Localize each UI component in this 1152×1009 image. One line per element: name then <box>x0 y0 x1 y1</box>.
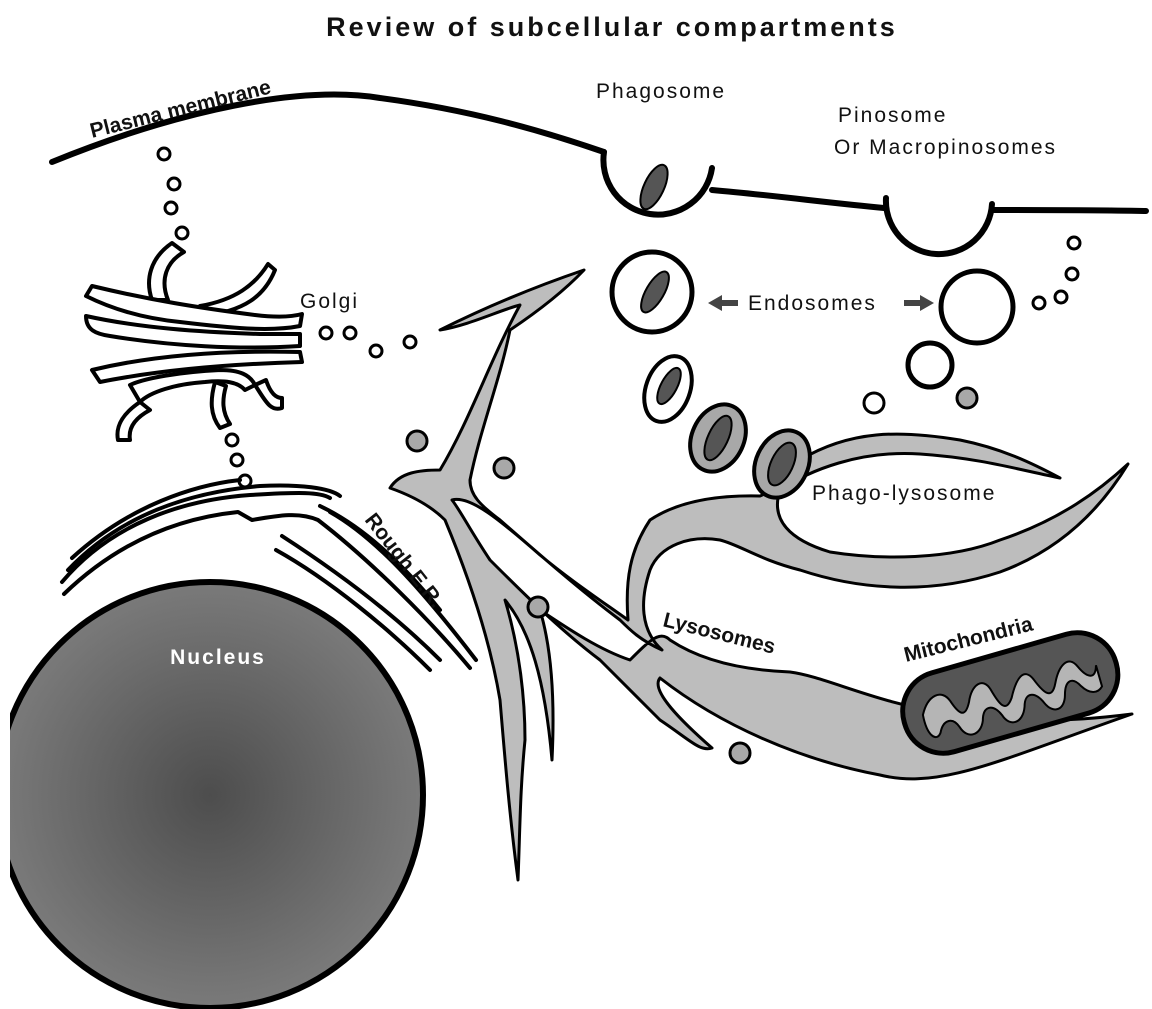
golgi-label: Golgi <box>300 290 359 313</box>
er-network <box>390 270 1132 880</box>
pinosome <box>886 198 992 254</box>
phago-lysosome-label: Phago-lysosome <box>812 482 996 505</box>
phagosome <box>603 152 712 215</box>
phagosome-label: Phagosome <box>596 80 726 103</box>
nucleus-label: Nucleus <box>170 646 266 669</box>
endosomes-label: Endosomes <box>748 292 877 315</box>
diagram-title: Review of subcellular compartments <box>326 12 898 42</box>
membrane-to-golgi-vesicles <box>158 148 188 239</box>
phagosome-maturation <box>636 350 821 507</box>
pinosome-label-line2: Or Macropinosomes <box>834 136 1057 159</box>
pinosome-label-line1: Pinosome <box>838 104 947 127</box>
plasma-membrane-label: Plasma membrane <box>88 76 274 143</box>
golgi-apparatus <box>86 243 302 440</box>
